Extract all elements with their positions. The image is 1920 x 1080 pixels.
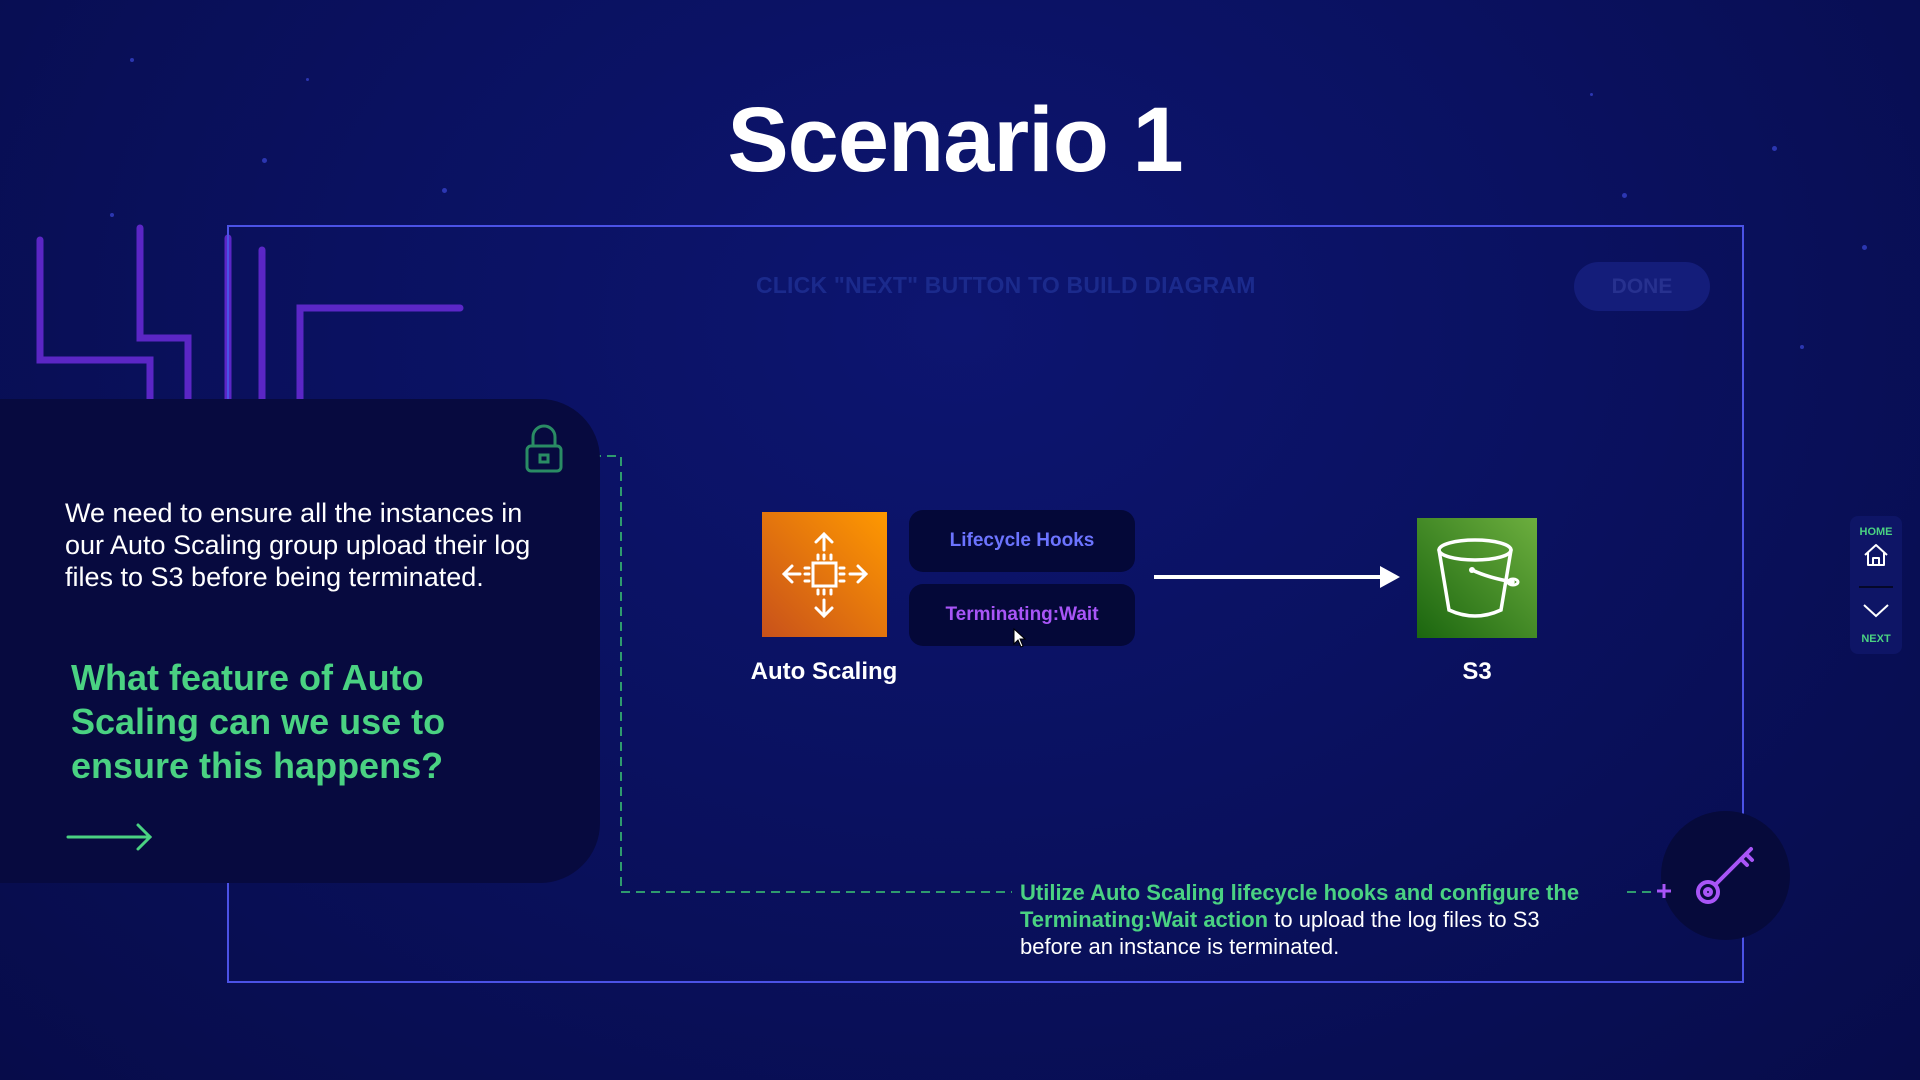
home-icon[interactable] xyxy=(1863,542,1889,573)
s3-label: S3 xyxy=(1462,658,1492,685)
answer-rest-1: to upload the log files to S3 xyxy=(1268,907,1540,932)
side-navigation: HOME NEXT xyxy=(1850,516,1902,654)
lifecycle-hooks-label: Lifecycle Hooks xyxy=(949,530,1095,551)
lifecycle-hooks-pill: Lifecycle Hooks xyxy=(909,510,1135,572)
arrow-right-icon[interactable] xyxy=(66,822,154,857)
scenario-question-text: What feature of Auto Scaling can we use … xyxy=(71,657,446,786)
chevron-down-icon[interactable] xyxy=(1862,602,1890,625)
star xyxy=(110,213,114,217)
answer-rest-2: before an instance is terminated. xyxy=(1020,934,1340,959)
next-label[interactable]: NEXT xyxy=(1861,633,1891,645)
star xyxy=(306,78,309,81)
lock-icon xyxy=(524,424,564,479)
answer-reveal-button[interactable] xyxy=(1661,811,1790,940)
key-icon xyxy=(1691,839,1761,914)
star xyxy=(1590,93,1593,96)
flow-arrow xyxy=(1154,566,1400,588)
cursor-icon xyxy=(1013,627,1027,653)
scenario-context-text: We need to ensure all the instances in o… xyxy=(65,498,531,592)
star xyxy=(1800,345,1804,349)
star xyxy=(1862,245,1867,250)
terminating-wait-label: Terminating:Wait xyxy=(945,604,1099,625)
page-title: Scenario 1 xyxy=(727,89,1183,191)
answer-highlight-1: Utilize Auto Scaling lifecycle hooks and… xyxy=(1020,880,1580,905)
done-button[interactable]: DONE xyxy=(1574,262,1710,311)
star xyxy=(1622,193,1627,198)
star xyxy=(1772,146,1777,151)
auto-scaling-icon xyxy=(762,512,887,637)
nav-divider xyxy=(1859,586,1893,588)
build-diagram-instruction: CLICK "NEXT" BUTTON TO BUILD DIAGRAM xyxy=(756,272,1256,298)
question-panel xyxy=(0,399,600,883)
star xyxy=(442,188,447,193)
answer-highlight-2: Terminating:Wait action xyxy=(1020,907,1269,932)
auto-scaling-label: Auto Scaling xyxy=(750,658,898,685)
s3-bucket-icon xyxy=(1417,518,1537,638)
answer-text: Utilize Auto Scaling lifecycle hooks and… xyxy=(1020,879,1620,960)
plus-icon xyxy=(1654,881,1674,906)
star xyxy=(262,158,267,163)
home-label[interactable]: HOME xyxy=(1859,526,1893,538)
star xyxy=(130,58,134,62)
